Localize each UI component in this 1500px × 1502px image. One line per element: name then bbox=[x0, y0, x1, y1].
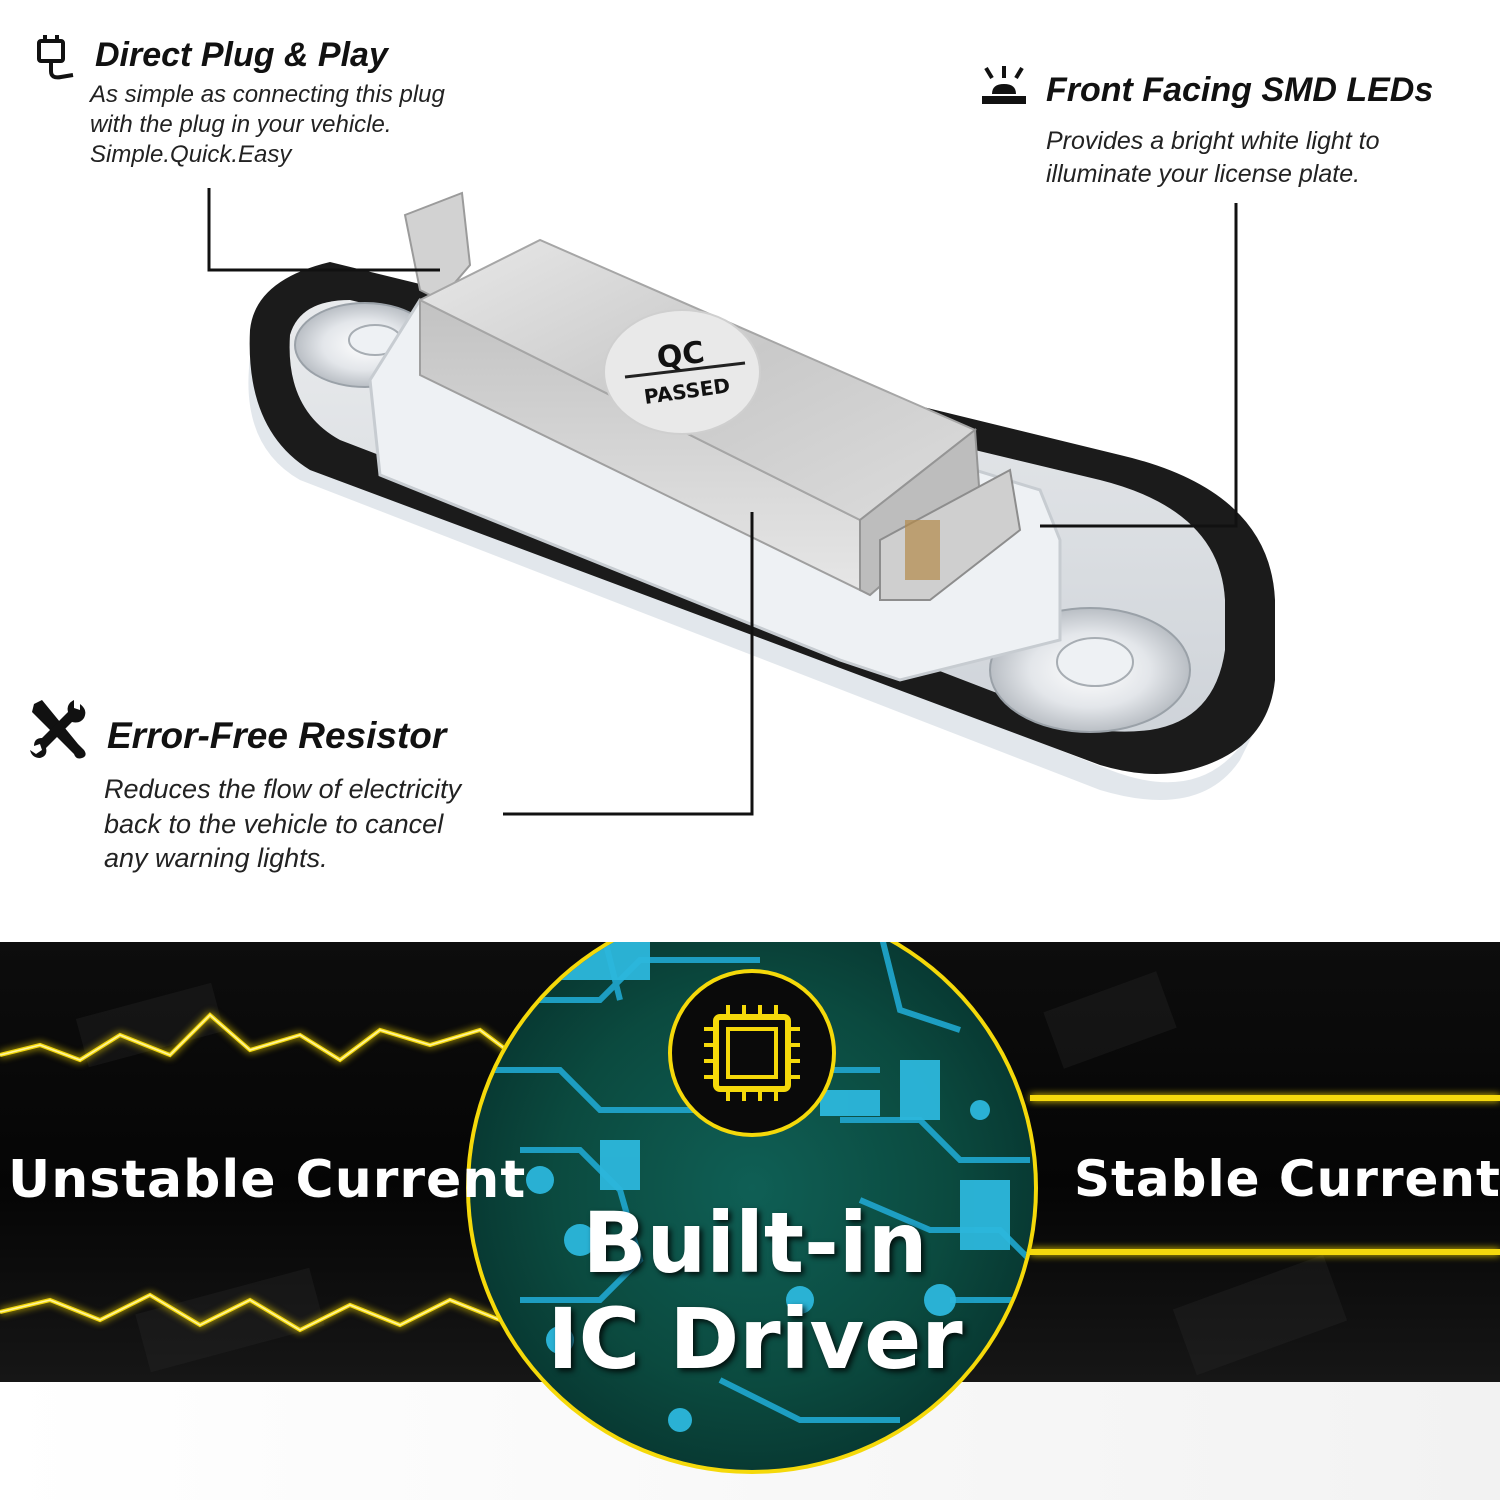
leds-feature-description: Provides a bright white light to illumin… bbox=[1046, 125, 1380, 191]
plug-feature-title: Direct Plug & Play bbox=[95, 36, 388, 74]
plug-feature-description: As simple as connecting this plug with t… bbox=[90, 80, 445, 170]
leds-desc-line: Provides a bright white light to bbox=[1046, 127, 1380, 155]
ic-driver-line2: IC Driver bbox=[547, 1290, 963, 1388]
plug-desc-line: As simple as connecting this plug bbox=[90, 81, 445, 108]
resistor-feature-title: Error-Free Resistor bbox=[107, 715, 447, 756]
qc-sticker bbox=[603, 309, 761, 435]
license-plate-light-illustration: QC PASSED bbox=[207, 188, 1276, 816]
leader-line-leds bbox=[1040, 203, 1238, 528]
ic-driver-line1: Built-in bbox=[582, 1194, 928, 1292]
resistor-desc-line: any warning lights. bbox=[104, 843, 328, 873]
resistor-feature-description: Reduces the flow of electricity back to … bbox=[104, 772, 461, 876]
resistor-desc-line: back to the vehicle to cancel bbox=[104, 808, 444, 839]
unstable-current-label: Unstable Current bbox=[8, 1150, 527, 1210]
plug-desc-line: Simple.Quick.Easy bbox=[90, 141, 292, 168]
leader-line-plug bbox=[207, 188, 440, 272]
stable-current-label: Stable Current bbox=[1074, 1150, 1500, 1208]
chip-icon bbox=[668, 969, 836, 1137]
stable-current-lines bbox=[1030, 1095, 1500, 1255]
leds-feature-title: Front Facing SMD LEDs bbox=[1046, 71, 1434, 109]
plug-icon bbox=[37, 35, 74, 80]
banner-graphics bbox=[0, 942, 1500, 1474]
plug-desc-line: with the plug in your vehicle. bbox=[90, 111, 392, 138]
tools-icon bbox=[30, 700, 86, 759]
ic-driver-heading: Built-in IC Driver bbox=[530, 1195, 980, 1387]
leader-line-resistor bbox=[503, 512, 754, 816]
leds-desc-line: illuminate your license plate. bbox=[1046, 160, 1361, 188]
background-chips bbox=[75, 971, 1348, 1376]
led-light-icon bbox=[982, 66, 1026, 104]
qc-sticker-line1: QC bbox=[655, 335, 707, 376]
resistor-desc-line: Reduces the flow of electricity bbox=[104, 774, 462, 804]
